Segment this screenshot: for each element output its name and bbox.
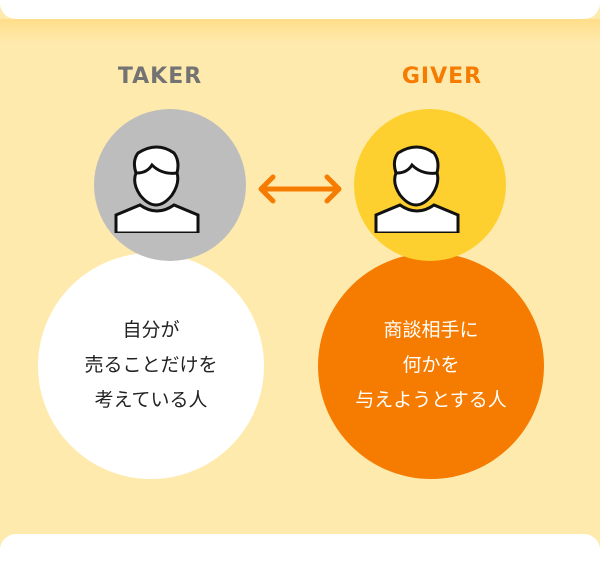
top-card bbox=[0, 0, 600, 19]
taker-desc-line: 考えている人 bbox=[94, 389, 208, 411]
double-arrow-icon bbox=[258, 174, 342, 204]
giver-desc-line: 何かを bbox=[402, 354, 460, 376]
giver-body-circle bbox=[318, 253, 544, 479]
taker-desc-line: 自分が bbox=[122, 319, 180, 341]
bottom-card bbox=[0, 534, 600, 574]
giver-title: GIVER bbox=[401, 64, 483, 89]
taker-title: TAKER bbox=[117, 64, 203, 89]
taker-body-circle bbox=[38, 253, 264, 479]
shadow bbox=[0, 19, 600, 44]
person-icon bbox=[114, 145, 200, 233]
giver-description: 商談相手に 何かを 与えようとする人 bbox=[321, 313, 541, 418]
taker-desc-line: 売ることだけを bbox=[84, 354, 218, 376]
person-icon bbox=[374, 145, 460, 233]
giver-desc-line: 与えようとする人 bbox=[355, 389, 507, 411]
taker-description: 自分が 売ることだけを 考えている人 bbox=[41, 313, 261, 418]
giver-desc-line: 商談相手に bbox=[383, 319, 479, 341]
